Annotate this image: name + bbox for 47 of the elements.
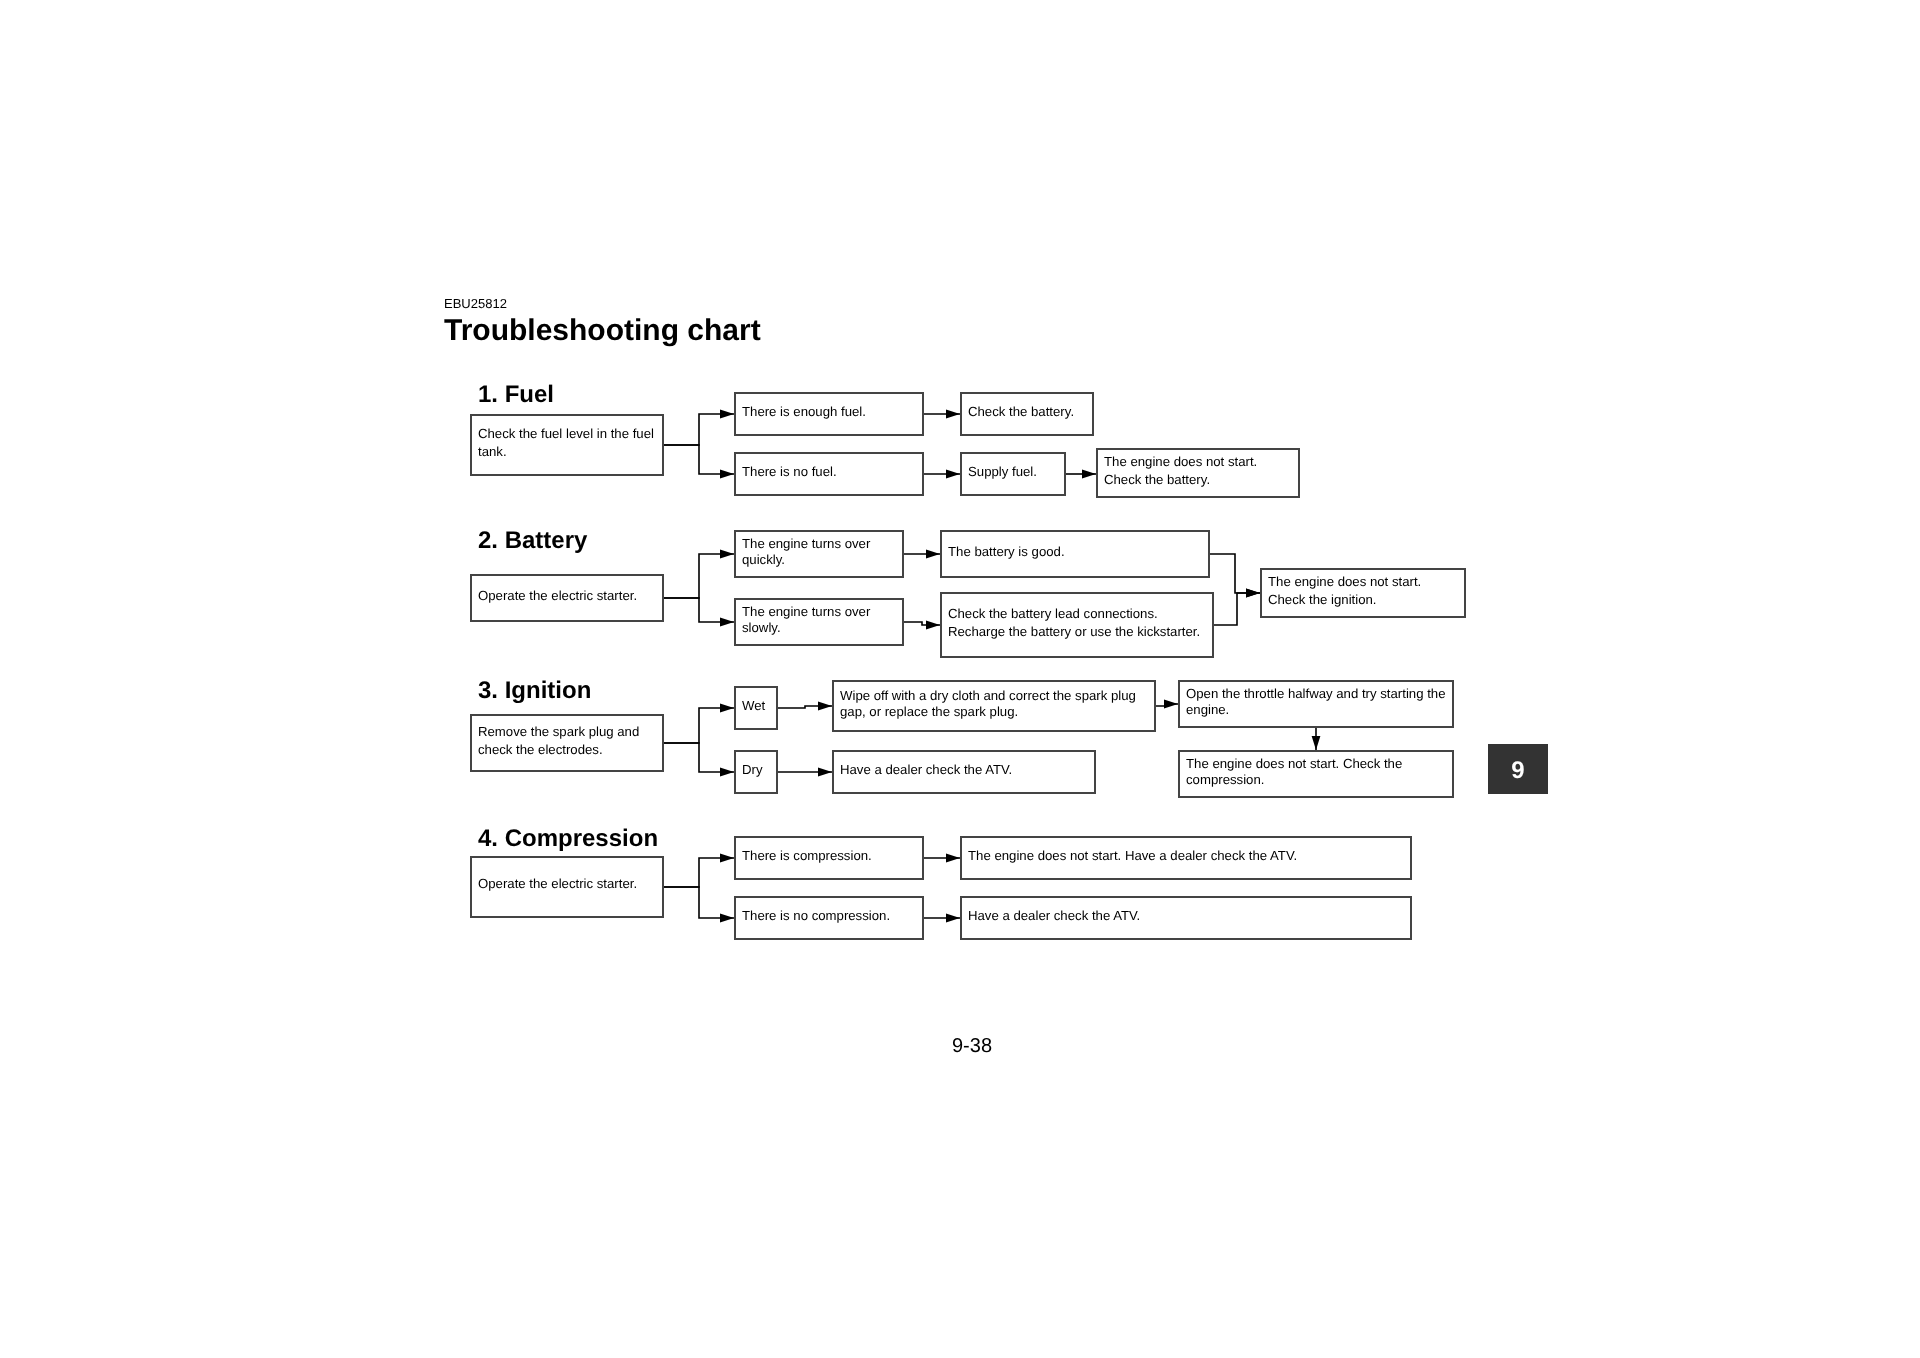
process-box <box>832 750 1096 794</box>
arrow <box>1311 727 1321 751</box>
arrow <box>923 409 961 419</box>
arrow <box>777 767 833 777</box>
arrow <box>923 853 961 863</box>
section-heading: 1. Fuel <box>478 378 555 412</box>
process-box <box>734 598 904 646</box>
process-box <box>470 714 664 772</box>
process-box <box>734 452 924 496</box>
process-box <box>734 750 778 794</box>
process-box <box>734 836 924 880</box>
arrow <box>663 742 735 777</box>
process-box <box>832 680 1156 732</box>
process-box <box>470 856 664 918</box>
arrow <box>663 444 735 479</box>
chapter-tab: 9 <box>1488 744 1548 794</box>
section-heading: 4. Compression <box>478 822 659 856</box>
arrow <box>923 913 961 923</box>
process-box <box>734 896 924 940</box>
process-box <box>1178 750 1454 798</box>
page-number: 9-38 <box>952 1034 993 1062</box>
process-box <box>1096 448 1300 498</box>
arrow <box>663 597 735 627</box>
process-box <box>470 574 664 622</box>
arrow <box>923 469 961 479</box>
arrow <box>1155 699 1179 709</box>
process-box <box>734 530 904 578</box>
section-heading: 3. Ignition <box>478 674 592 708</box>
arrow <box>1065 469 1097 479</box>
process-box <box>960 452 1066 496</box>
process-box <box>1260 568 1466 618</box>
process-box <box>960 896 1412 940</box>
section-heading: 2. Battery <box>478 524 588 558</box>
title: Troubleshooting chart <box>444 312 761 352</box>
arrow <box>1213 588 1261 626</box>
process-box <box>960 836 1412 880</box>
arrow <box>777 701 833 711</box>
process-box <box>940 592 1214 658</box>
arrow <box>903 549 941 559</box>
process-box <box>1178 680 1454 728</box>
process-box <box>734 392 924 436</box>
arrow <box>903 620 941 630</box>
process-box <box>734 686 778 730</box>
process-box <box>960 392 1094 436</box>
process-box <box>940 530 1210 578</box>
arrow <box>663 886 735 923</box>
process-box <box>470 414 664 476</box>
